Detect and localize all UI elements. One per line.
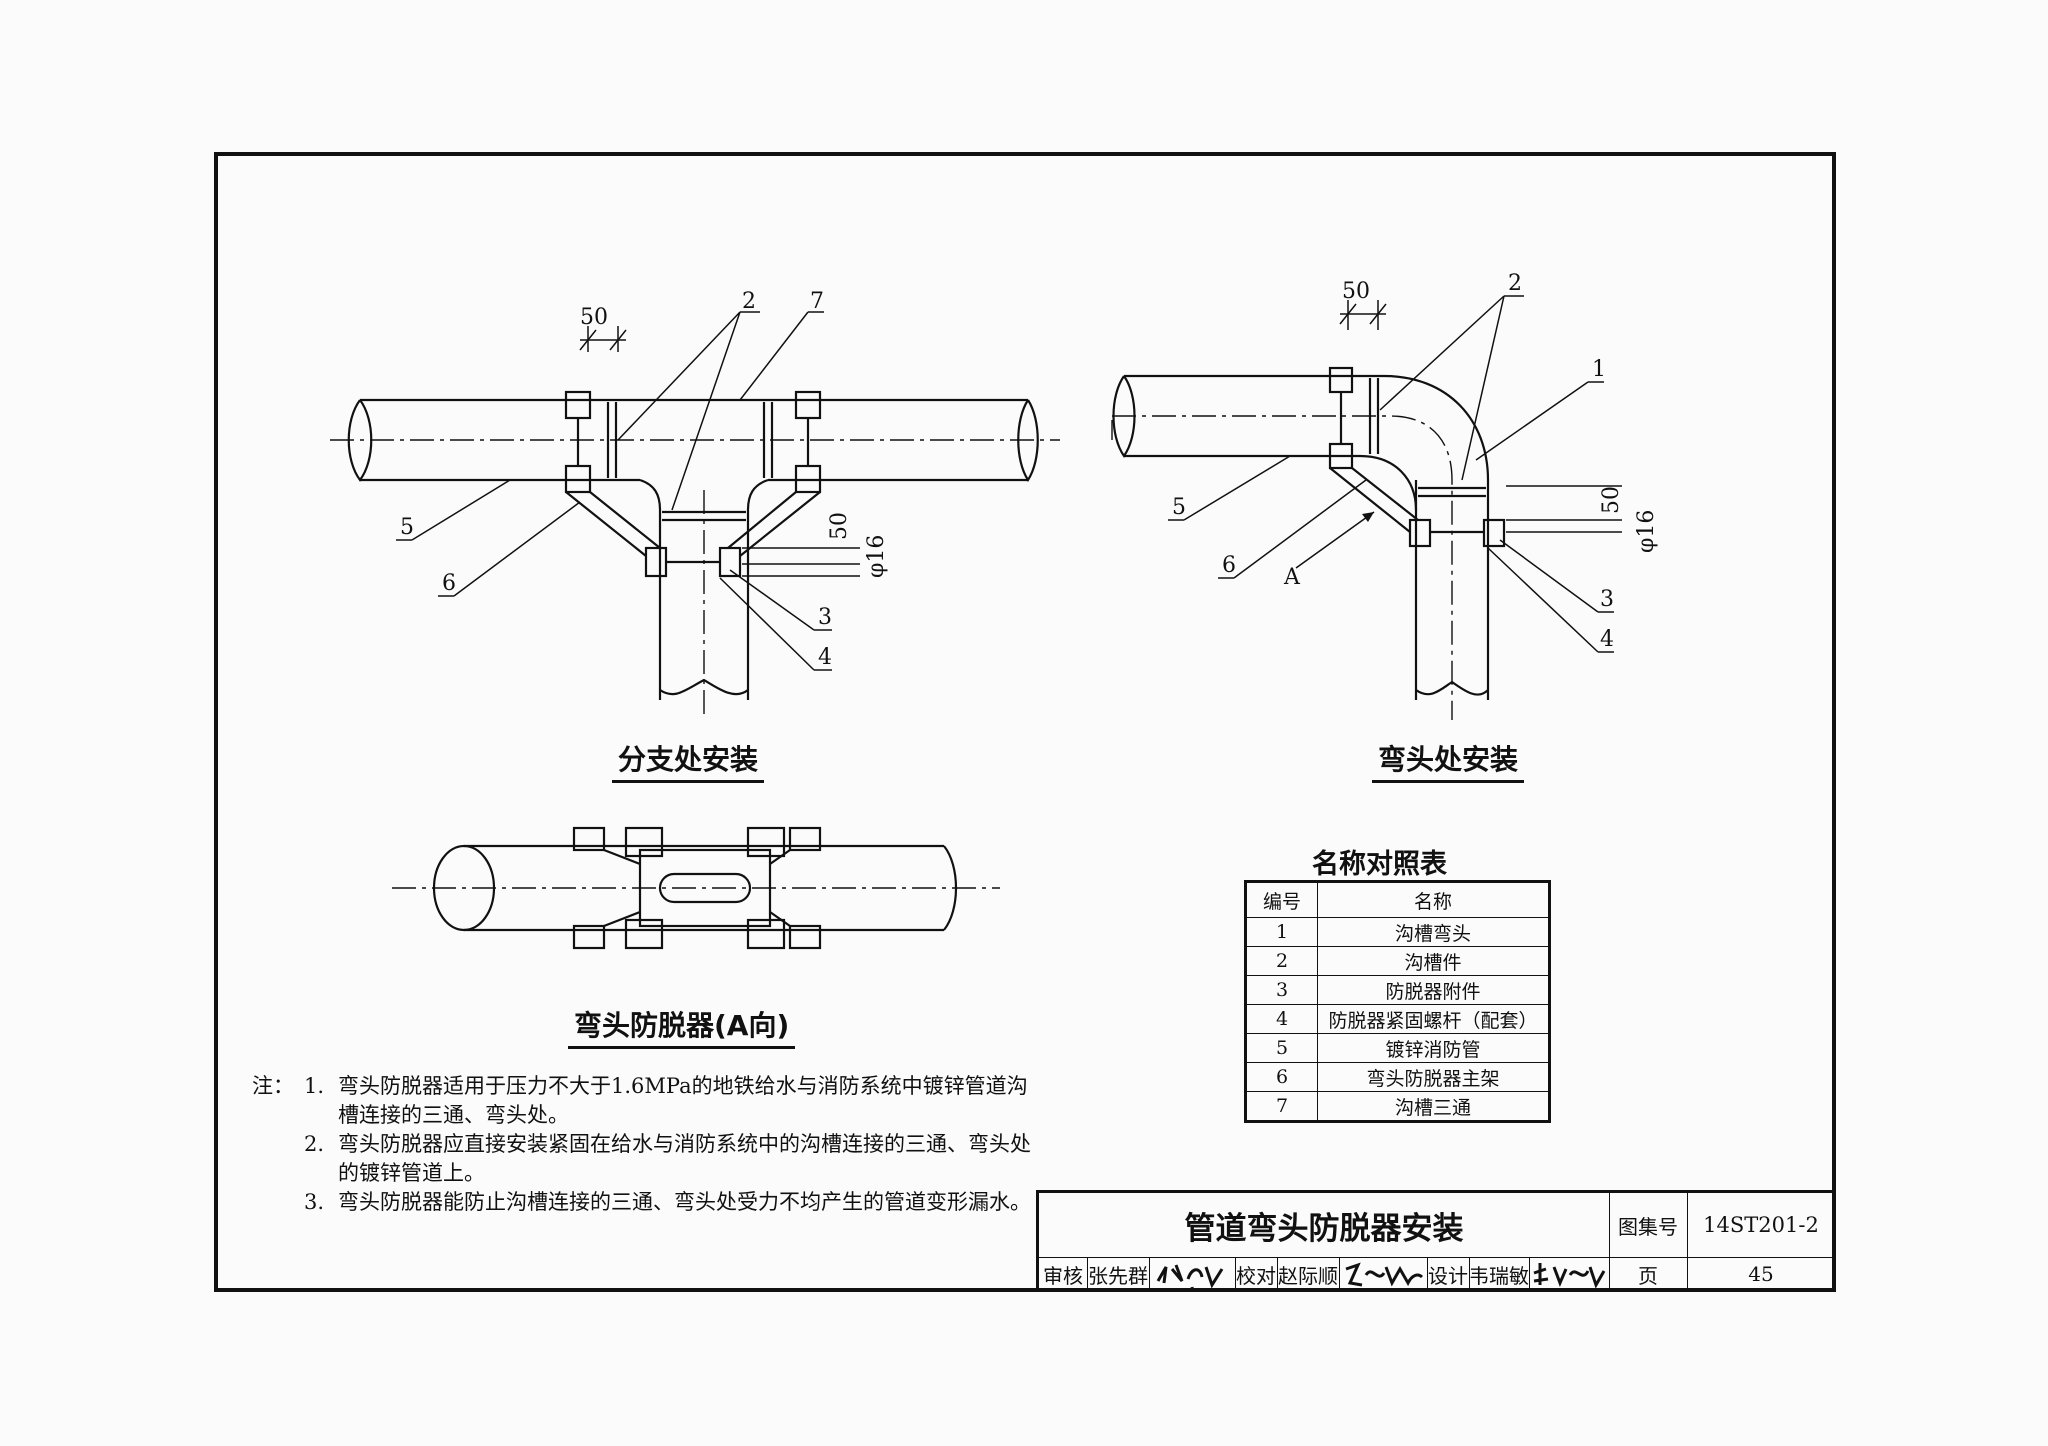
designer-name: 韦瑞敏 [1469, 1263, 1529, 1288]
name-table-title: 名称对照表 [1312, 849, 1447, 880]
col-header-no: 编号 [1245, 881, 1318, 918]
svg-text:6: 6 [1222, 553, 1236, 578]
note-number: 3. [304, 1190, 325, 1214]
svg-text:6: 6 [442, 571, 456, 596]
a-view-caption: 弯头防脱器(A向) [568, 1004, 796, 1049]
svg-text:50: 50 [580, 305, 608, 330]
row-number: 5 [1245, 1033, 1318, 1063]
note-item: 3. 弯头防脱器能防止沟槽连接的三通、弯头处受力不均产生的管道变形漏水。 [252, 1188, 1032, 1217]
svg-text:5: 5 [400, 515, 414, 540]
branch-caption: 分支处安装 [612, 738, 765, 783]
review-label: 审核 [1043, 1263, 1083, 1288]
row-name: 沟槽弯头 [1317, 917, 1550, 947]
notes: 注： 1. 弯头防脱器适用于压力不大于1.6MPa的地铁给水与消防系统中镀锌管道沟… [252, 1072, 1032, 1217]
branch-tee-drawing [347, 390, 1039, 700]
note-item: 2. 弯头防脱器应直接安装紧固在给水与消防系统中的沟槽连接的三通、弯头处的镀锌管道… [252, 1130, 1032, 1188]
note-number: 1. [304, 1074, 325, 1098]
row-name: 弯头防脱器主架 [1317, 1062, 1550, 1092]
check-label: 校对 [1236, 1263, 1276, 1288]
svg-text:5: 5 [1172, 495, 1186, 520]
reviewer-signature [1149, 1257, 1235, 1291]
elbow-caption: 弯头处安装 [1372, 738, 1525, 783]
design-label: 设计 [1428, 1263, 1468, 1288]
svg-text:3: 3 [1600, 587, 1614, 612]
svg-text:3: 3 [818, 605, 832, 630]
page-number: 45 [1748, 1262, 1774, 1286]
note-text: 弯头防脱器能防止沟槽连接的三通、弯头处受力不均产生的管道变形漏水。 [338, 1190, 1031, 1214]
checker-name: 赵际顺 [1278, 1263, 1338, 1288]
row-name: 防脱器附件 [1317, 975, 1550, 1005]
note-text: 弯头防脱器适用于压力不大于1.6MPa的地铁给水与消防系统中镀锌管道沟槽连接的三… [338, 1074, 1028, 1127]
row-number: 7 [1245, 1091, 1318, 1122]
row-name: 沟槽三通 [1317, 1091, 1550, 1122]
title-block: 管道弯头防脱器安装 图集号 14ST201-2 审核 张先群 校对 赵际顺 设计… [1036, 1190, 1832, 1291]
page-label: 页 [1638, 1263, 1658, 1288]
note-item: 1. 弯头防脱器适用于压力不大于1.6MPa的地铁给水与消防系统中镀锌管道沟槽连接… [252, 1072, 1032, 1130]
svg-text:4: 4 [1600, 627, 1614, 652]
svg-text:1: 1 [1592, 357, 1606, 382]
svg-text:50: 50 [1342, 279, 1370, 304]
row-number: 3 [1245, 975, 1318, 1005]
designer-signature [1529, 1257, 1609, 1291]
drawing-title: 管道弯头防脱器安装 [1184, 1210, 1464, 1247]
checker-signature [1339, 1257, 1427, 1291]
svg-text:7: 7 [810, 289, 824, 314]
row-name: 镀锌消防管 [1317, 1033, 1550, 1063]
row-number: 1 [1245, 917, 1318, 947]
row-number: 6 [1245, 1062, 1318, 1092]
col-header-name: 名称 [1317, 881, 1550, 918]
drawing-frame [214, 152, 1836, 1292]
row-number: 4 [1245, 1004, 1318, 1034]
reviewer-name: 张先群 [1088, 1263, 1148, 1288]
atlas-number: 14ST201-2 [1703, 1213, 1819, 1237]
svg-text:φ16: φ16 [864, 535, 889, 578]
notes-list: 1. 弯头防脱器适用于压力不大于1.6MPa的地铁给水与消防系统中镀锌管道沟槽连接… [252, 1072, 1032, 1217]
svg-text:φ16: φ16 [1634, 510, 1659, 553]
note-number: 2. [304, 1132, 325, 1156]
row-number: 2 [1245, 946, 1318, 976]
notes-label: 注： [252, 1074, 294, 1098]
svg-text:A: A [1283, 565, 1301, 590]
atlas-label: 图集号 [1618, 1214, 1678, 1239]
svg-text:2: 2 [742, 289, 756, 314]
note-text: 弯头防脱器应直接安装紧固在给水与消防系统中的沟槽连接的三通、弯头处的镀锌管道上。 [338, 1132, 1031, 1185]
row-name: 防脱器紧固螺杆（配套） [1317, 1004, 1550, 1034]
svg-text:50: 50 [827, 512, 852, 540]
row-name: 沟槽件 [1317, 946, 1550, 976]
elbow-drawing [1112, 366, 1506, 700]
svg-text:4: 4 [818, 645, 832, 670]
svg-text:2: 2 [1508, 271, 1522, 296]
svg-text:50: 50 [1599, 486, 1624, 514]
